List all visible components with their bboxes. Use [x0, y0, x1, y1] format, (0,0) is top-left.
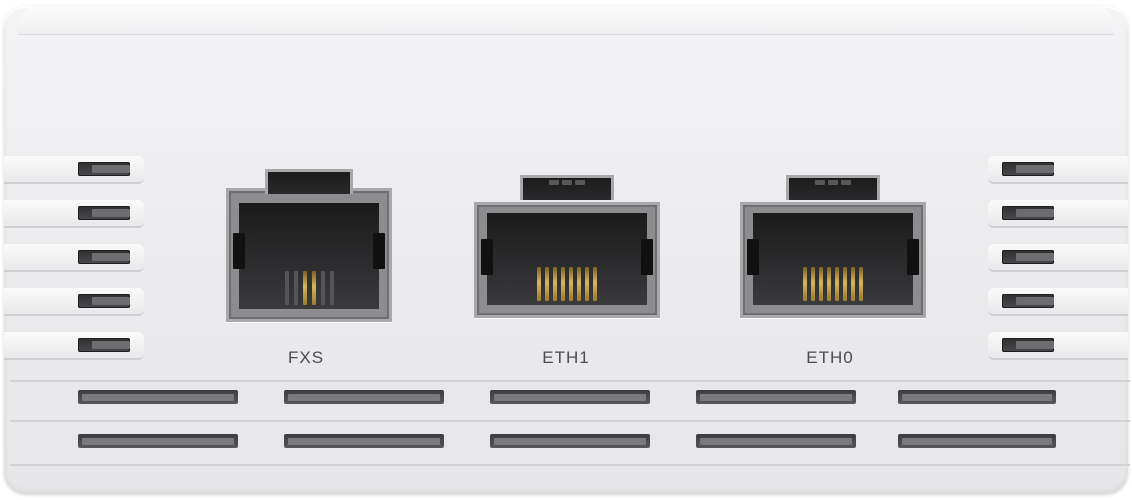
contact-pin [553, 267, 557, 301]
eth1-port-label: ETH1 [542, 348, 590, 367]
fxs-contact-pins [229, 271, 389, 305]
vent-fin [988, 332, 1128, 360]
contact-pin [593, 267, 597, 301]
port-latch [373, 233, 385, 269]
vent-bar [78, 390, 238, 404]
contact-pin [569, 267, 573, 301]
vent-slot [1002, 250, 1054, 264]
vent-fin [4, 244, 144, 272]
led-contact [575, 180, 585, 185]
vent-fin [988, 244, 1128, 272]
vent-fin [4, 288, 144, 316]
housing-groove [10, 420, 1130, 422]
bottom-vent-row [78, 390, 1058, 404]
contact-pin [577, 267, 581, 301]
fxs-port[interactable] [226, 169, 392, 322]
contact-pin [561, 267, 565, 301]
eth1-port[interactable] [474, 175, 660, 318]
led-contact [841, 180, 851, 185]
vent-fin [988, 200, 1128, 228]
port-led-contacts [549, 180, 585, 185]
contact-pin [827, 267, 831, 301]
vent-fin [988, 156, 1128, 184]
eth1-contact-pins [477, 267, 657, 301]
vent-slot [1002, 338, 1054, 352]
vent-slot [78, 206, 130, 220]
device-top-lip [18, 6, 1114, 35]
eth0-port[interactable] [740, 175, 926, 318]
contact-pin [803, 267, 807, 301]
contact-pin [811, 267, 815, 301]
led-contact [562, 180, 572, 185]
vent-slot [78, 294, 130, 308]
eth0-contact-pins [743, 267, 923, 301]
port-led-contacts [815, 180, 851, 185]
port-latch [747, 239, 759, 275]
port-latch [907, 239, 919, 275]
contact-pin [320, 271, 325, 305]
rj11-port-icon [239, 203, 379, 309]
contact-pin [843, 267, 847, 301]
led-contact [828, 180, 838, 185]
vent-bar [78, 434, 238, 448]
vent-bar [490, 390, 650, 404]
port-latch [641, 239, 653, 275]
contact-pin [835, 267, 839, 301]
vent-bar [284, 390, 444, 404]
contact-pin [329, 271, 334, 305]
vent-slot [78, 338, 130, 352]
housing-groove [10, 380, 1130, 382]
fxs-port-label: FXS [287, 348, 325, 367]
housing-groove [10, 464, 1130, 466]
led-contact [549, 180, 559, 185]
contact-pin [819, 267, 823, 301]
vent-slot [1002, 206, 1054, 220]
contact-pin [537, 267, 541, 301]
contact-pin [545, 267, 549, 301]
vent-bar [696, 390, 856, 404]
port-latch [233, 233, 245, 269]
vent-bar [696, 434, 856, 448]
eth0-port-tab [786, 175, 880, 200]
vent-bar [898, 434, 1056, 448]
eth0-port-label: ETH0 [806, 348, 854, 367]
contact-pin [585, 267, 589, 301]
bottom-vent-row [78, 434, 1058, 448]
vent-fin [4, 332, 144, 360]
device-housing: FXS ETH1 [4, 6, 1130, 494]
vent-fin [4, 200, 144, 228]
led-contact [815, 180, 825, 185]
rj45-port-icon [753, 213, 913, 305]
vent-slot [1002, 162, 1054, 176]
vent-slot [1002, 294, 1054, 308]
contact-pin [302, 271, 307, 305]
port-latch [481, 239, 493, 275]
vent-fin [4, 156, 144, 184]
vent-slot [78, 250, 130, 264]
contact-pin [293, 271, 298, 305]
fxs-port-tab [265, 169, 353, 194]
contact-pin [859, 267, 863, 301]
contact-pin [311, 271, 316, 305]
vent-slot [78, 162, 130, 176]
vent-bar [898, 390, 1056, 404]
vent-fin [988, 288, 1128, 316]
vent-bar [284, 434, 444, 448]
rj45-port-icon [487, 213, 647, 305]
eth1-port-tab [520, 175, 614, 200]
contact-pin [851, 267, 855, 301]
vent-bar [490, 434, 650, 448]
contact-pin [284, 271, 289, 305]
